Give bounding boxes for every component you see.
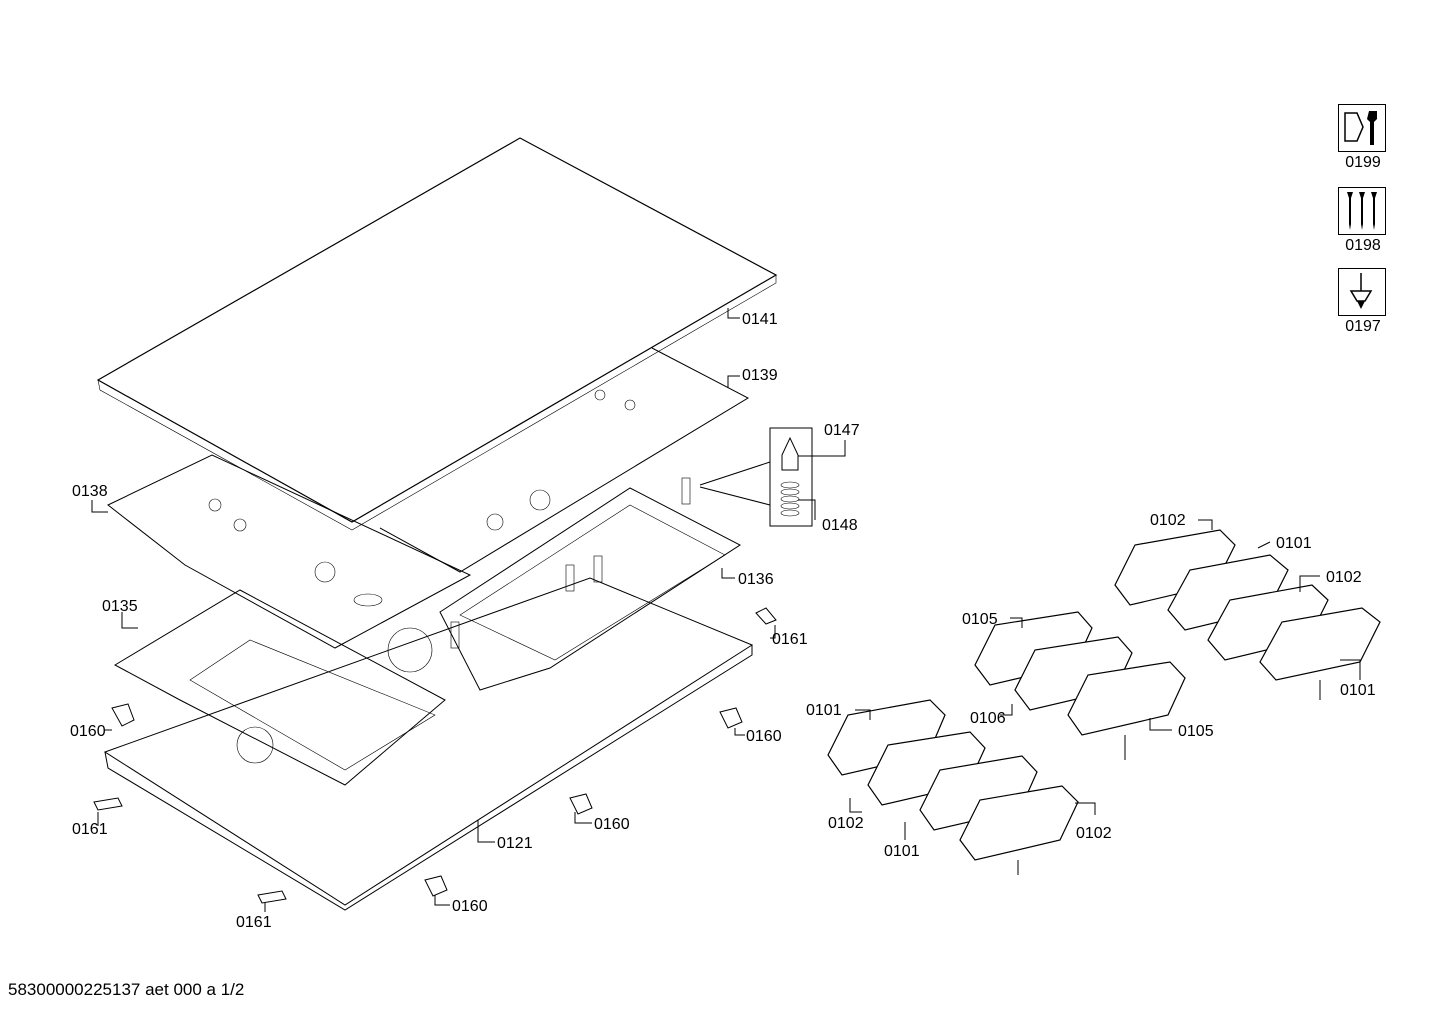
label-0101-right: 0101: [1340, 682, 1376, 699]
label-0138: 0138: [72, 483, 108, 500]
part-0136-frame[interactable]: [439, 487, 741, 691]
legend-item-0199[interactable]: 0199: [1338, 104, 1388, 172]
legend-item-0198[interactable]: 0198: [1338, 187, 1388, 255]
label-0102-top: 0102: [1150, 512, 1186, 529]
label-0160-right: 0160: [746, 728, 782, 745]
label-0139: 0139: [742, 367, 778, 384]
part-0160-clips[interactable]: [111, 703, 743, 897]
label-0141: 0141: [742, 311, 778, 328]
label-0161-right: 0161: [772, 631, 808, 648]
part-0139-plate[interactable]: [379, 347, 750, 573]
springs: [450, 477, 691, 649]
part-0135-frame[interactable]: [113, 589, 446, 786]
part-0138-plate[interactable]: [107, 454, 472, 649]
label-0105-bottom: 0105: [1178, 723, 1214, 740]
coil-group-lower-left[interactable]: [827, 699, 1079, 875]
label-0147: 0147: [824, 422, 860, 439]
part-number-labels: 0141 0139 0147 0148 0138 0136 0135 0161 …: [70, 311, 1376, 931]
legend-label-0198: 0198: [1345, 237, 1381, 254]
label-0161-left: 0161: [72, 821, 108, 838]
label-0148: 0148: [822, 517, 858, 534]
label-0136: 0136: [738, 571, 774, 588]
part-0121-bottom-housing[interactable]: [103, 577, 754, 911]
label-0135: 0135: [102, 598, 138, 615]
label-0105-top: 0105: [962, 611, 998, 628]
label-0160-middle: 0160: [594, 816, 630, 833]
label-0161-bottom: 0161: [236, 914, 272, 931]
legend-label-0199: 0199: [1345, 154, 1381, 171]
document-footer-id: 58300000225137 aet 000 a 1/2: [8, 980, 245, 999]
leader-lines: [91, 308, 1361, 912]
label-0121: 0121: [497, 835, 533, 852]
label-0106: 0106: [970, 710, 1006, 727]
label-0101-top: 0101: [1276, 535, 1312, 552]
screws-icon: [1338, 187, 1386, 235]
legend-item-0197[interactable]: 0197: [1338, 268, 1388, 336]
legend-label-0197: 0197: [1345, 318, 1381, 335]
part-0141-glass-top[interactable]: [96, 137, 778, 531]
tool-kit-icon: [1338, 104, 1386, 152]
grease-icon: [1338, 268, 1386, 316]
part-0147-0148-detail-box[interactable]: [699, 427, 846, 527]
coil-group-middle[interactable]: [974, 611, 1186, 760]
label-0101-bottom: 0101: [884, 843, 920, 860]
coil-group-upper-right[interactable]: [1114, 529, 1381, 700]
label-0102-bottom: 0102: [1076, 825, 1112, 842]
label-0160-bottom: 0160: [452, 898, 488, 915]
label-0160-left: 0160: [70, 723, 106, 740]
label-0102-right: 0102: [1326, 569, 1362, 586]
label-0102-left: 0102: [828, 815, 864, 832]
label-0101-left: 0101: [806, 702, 842, 719]
part-0161-pins[interactable]: [93, 607, 777, 904]
